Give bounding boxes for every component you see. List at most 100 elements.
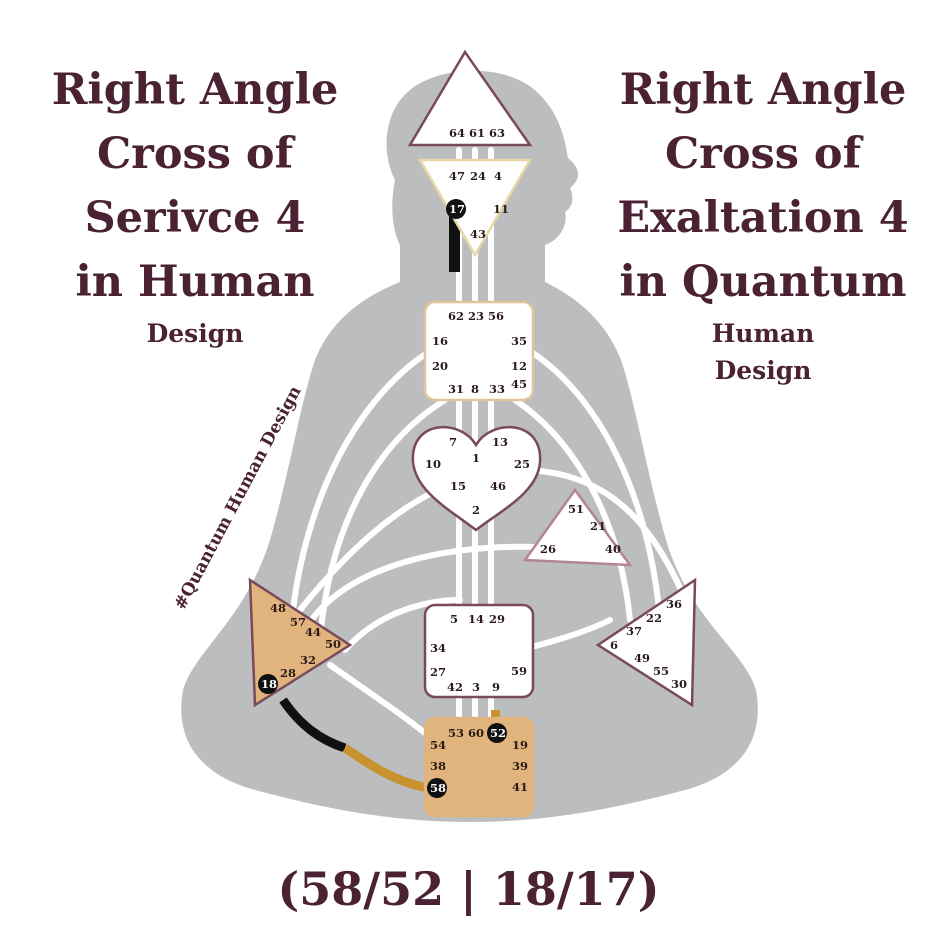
gate-label: 13 (492, 435, 508, 449)
gate-label: 59 (511, 664, 527, 678)
gate-label: 8 (471, 382, 479, 396)
gate-formula: (58/52 | 18/17) (277, 862, 660, 916)
gate-label: 7 (449, 435, 457, 449)
gate-label: 16 (432, 334, 448, 348)
gate-label: 48 (270, 601, 286, 615)
gate-label: 1 (472, 451, 480, 465)
gate-label: 64 (449, 126, 465, 140)
gate-label: 3 (472, 680, 480, 694)
gate-label: 30 (671, 677, 687, 691)
gate-label: 33 (489, 382, 505, 396)
left-title-line: Serivce 4 (84, 193, 306, 243)
gate-label: 18 (261, 677, 277, 691)
gate-label: 21 (590, 519, 606, 533)
channel-line (342, 597, 463, 653)
gate-label: 6 (610, 638, 618, 652)
gate-label: 26 (540, 542, 556, 556)
gate-label: 57 (290, 615, 306, 629)
head-center (407, 49, 533, 147)
gate-label: 5 (450, 612, 458, 626)
gate-label: 63 (489, 126, 505, 140)
gate-label: 17 (449, 202, 465, 216)
gate-label: 43 (470, 227, 486, 241)
left-title-line: in Human (75, 257, 315, 307)
right-title-subline: Human (711, 319, 815, 348)
gate-label: 56 (488, 309, 504, 323)
left-title-subline: Design (146, 319, 244, 348)
left-title: Right Angle Cross of Serivce 4 in Human … (30, 58, 360, 354)
gate-label: 22 (646, 611, 662, 625)
gate-52-activated-marker (487, 723, 507, 743)
gate-label: 61 (469, 126, 485, 140)
channel-17-62-black (449, 212, 460, 272)
gate-label: 44 (305, 625, 321, 639)
right-title: Right Angle Cross of Exaltation 4 in Qua… (598, 58, 928, 388)
channel-line (287, 342, 443, 643)
channel-line (297, 543, 563, 643)
left-title-line: Right Angle (51, 65, 339, 115)
channel-18-58-black (279, 697, 347, 753)
gate-label: 9 (492, 680, 500, 694)
gate-label: 62 (448, 309, 464, 323)
gate-17-activated-marker (446, 199, 466, 219)
gate-label: 10 (425, 457, 441, 471)
gate-label: 20 (432, 359, 448, 373)
gate-label: 4 (494, 169, 502, 183)
gate-label: 29 (489, 612, 505, 626)
gate-label: 51 (568, 502, 584, 516)
gate-label: 45 (511, 377, 527, 391)
throat-center (423, 300, 535, 402)
gate-label: 23 (468, 309, 484, 323)
gate-label: 15 (450, 479, 466, 493)
gate-label: 41 (512, 780, 528, 794)
root-center (423, 716, 535, 818)
gate-label: 38 (430, 759, 446, 773)
gate-label: 35 (511, 334, 527, 348)
right-title-line: Right Angle (619, 65, 907, 115)
gate-label: 37 (626, 624, 642, 638)
gate-label: 12 (511, 359, 527, 373)
gate-label: 19 (512, 738, 528, 752)
sacral-center (423, 603, 535, 699)
gate-label: 53 (448, 726, 464, 740)
right-title-subline: Design (714, 356, 812, 385)
right-title-line: Exaltation 4 (617, 193, 909, 243)
gate-label: 52 (490, 726, 506, 740)
spleen-center (248, 577, 353, 708)
gate-label: 34 (430, 641, 446, 655)
gate-label: 58 (430, 781, 446, 795)
gate-58-activated-marker (427, 778, 447, 798)
gate-label: 36 (666, 597, 682, 611)
gate-label: 24 (470, 169, 486, 183)
channel-line (517, 342, 663, 623)
left-title-line: Cross of (96, 129, 294, 179)
gate-label: 40 (605, 542, 621, 556)
centers (248, 49, 697, 818)
gate-label: 11 (493, 202, 509, 216)
gate-label: 2 (472, 503, 480, 517)
gate-label: 55 (653, 664, 669, 678)
right-title-line: Cross of (664, 129, 862, 179)
gate-label: 46 (490, 479, 506, 493)
gate-18-activated-marker (258, 674, 278, 694)
gate-label: 60 (468, 726, 484, 740)
gate-label: 28 (280, 666, 296, 680)
gate-label: 49 (634, 651, 650, 665)
gate-label: 25 (514, 457, 530, 471)
gates: 64 61 63 47 24 4 17 11 43 62 23 56 16 35… (258, 126, 687, 798)
gate-label: 54 (430, 738, 446, 752)
gate-label: 32 (300, 653, 316, 667)
right-title-line: in Quantum (619, 257, 907, 307)
g-center (411, 425, 542, 532)
gate-label: 27 (430, 665, 446, 679)
channel-18-58-gold (342, 744, 429, 793)
gate-label: 42 (447, 680, 463, 694)
gate-label: 39 (512, 759, 528, 773)
gate-label: 14 (468, 612, 484, 626)
solar-plexus-center (595, 577, 697, 708)
ego-center (522, 487, 633, 567)
channel-line (317, 397, 448, 643)
gate-label: 50 (325, 637, 341, 651)
gate-label: 47 (449, 169, 465, 183)
